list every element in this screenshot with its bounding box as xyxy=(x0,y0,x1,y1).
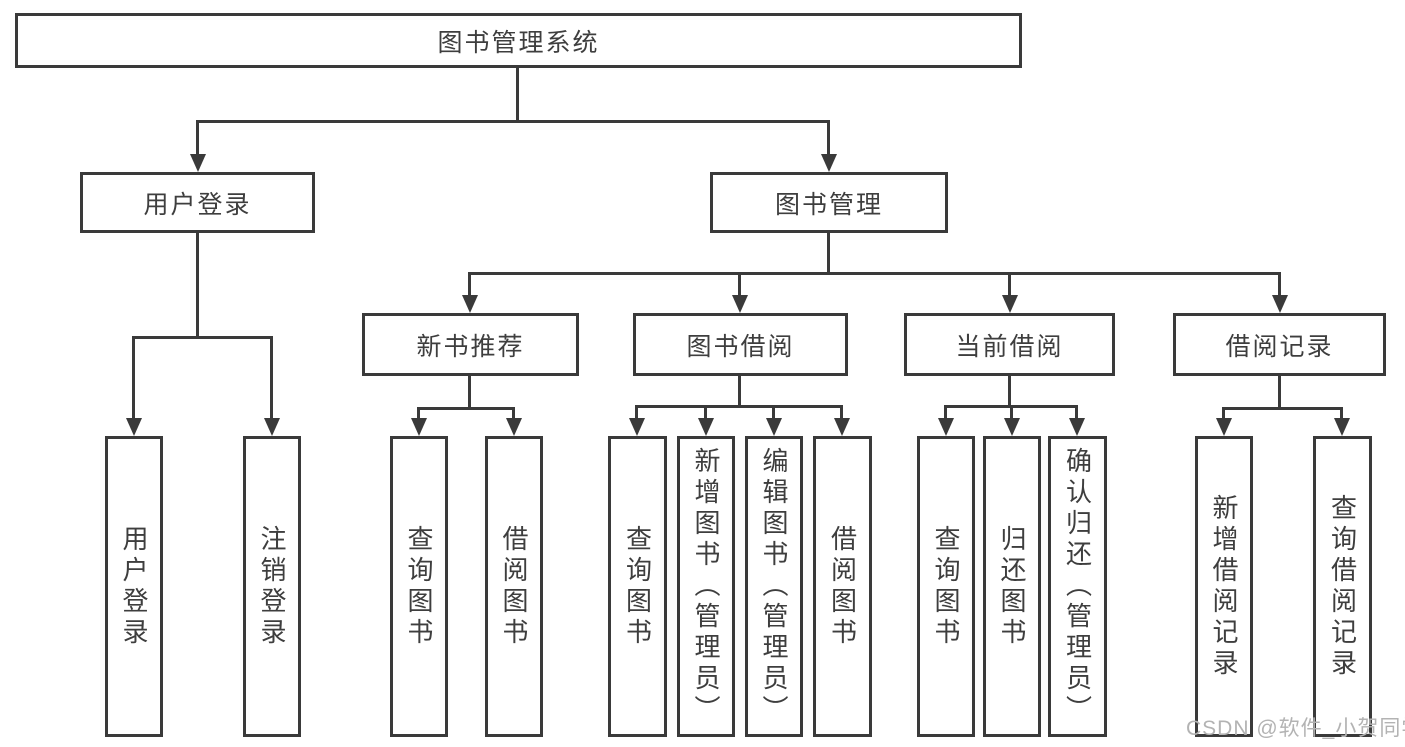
node-label: 图书借阅 xyxy=(686,332,795,361)
leaf-user-login: 用户登录 xyxy=(105,436,163,737)
node-label: 编辑图书（管理员） xyxy=(759,447,789,726)
connector-line xyxy=(1008,376,1011,408)
arrow-down-icon xyxy=(1216,418,1232,436)
leaf-edit-books-admin: 编辑图书（管理员） xyxy=(745,436,803,737)
arrow-down-icon xyxy=(834,418,850,436)
arrow-down-icon xyxy=(411,418,427,436)
connector-line xyxy=(468,272,471,297)
node-label: 新增图书（管理员） xyxy=(691,447,721,726)
node-label: 当前借阅 xyxy=(955,332,1064,361)
node-label: 查询借阅记录 xyxy=(1327,493,1358,680)
connector-line xyxy=(1340,407,1343,420)
arrow-down-icon xyxy=(1069,418,1085,436)
leaf-borrow-books: 借阅图书 xyxy=(813,436,872,737)
node-borrow-records: 借阅记录 xyxy=(1173,313,1386,376)
connector-line xyxy=(1008,272,1011,297)
connector-line xyxy=(738,376,741,408)
connector-line xyxy=(1278,272,1281,297)
arrow-down-icon xyxy=(698,418,714,436)
node-label: 查询图书 xyxy=(404,524,434,649)
connector-line xyxy=(704,405,707,420)
connector-line xyxy=(516,68,519,123)
node-label: 查询图书 xyxy=(622,524,653,649)
arrow-down-icon xyxy=(766,418,782,436)
arrow-down-icon xyxy=(1002,295,1018,313)
node-label: 借阅图书 xyxy=(499,524,529,649)
connector-line xyxy=(417,407,515,410)
connector-line xyxy=(635,405,843,408)
node-user-login: 用户登录 xyxy=(80,172,315,233)
connector-line xyxy=(270,336,273,419)
node-label: 图书管理 xyxy=(774,190,883,219)
node-label: 用户登录 xyxy=(119,524,149,649)
node-label: 查询图书 xyxy=(931,524,961,649)
node-label: 归还图书 xyxy=(997,524,1027,649)
node-book-borrowing: 图书借阅 xyxy=(633,313,848,376)
connector-line xyxy=(772,405,775,420)
connector-line xyxy=(417,407,420,420)
leaf-query-borrow-record: 查询借阅记录 xyxy=(1313,436,1372,737)
leaf-confirm-return-admin: 确认归还（管理员） xyxy=(1048,436,1107,737)
csdn-watermark: CSDN @软件_小贺同学 xyxy=(1186,717,1405,740)
node-label: 图书管理系统 xyxy=(437,28,600,57)
connector-line xyxy=(827,120,830,156)
leaf-add-books-admin: 新增图书（管理员） xyxy=(677,436,735,737)
connector-line xyxy=(1010,405,1013,420)
arrow-down-icon xyxy=(190,154,206,172)
connector-line xyxy=(840,405,843,420)
arrow-down-icon xyxy=(462,295,478,313)
leaf-query-books-recommend: 查询图书 xyxy=(390,436,448,737)
node-book-management: 图书管理 xyxy=(710,172,948,233)
arrow-down-icon xyxy=(1272,295,1288,313)
arrow-down-icon xyxy=(938,418,954,436)
arrow-down-icon xyxy=(732,295,748,313)
connector-line xyxy=(738,272,741,297)
leaf-borrow-books-recommend: 借阅图书 xyxy=(485,436,543,737)
connector-line xyxy=(468,272,1281,275)
connector-line xyxy=(132,336,135,419)
node-label: 用户登录 xyxy=(143,190,252,219)
leaf-logout: 注销登录 xyxy=(243,436,301,737)
node-new-book-recommend: 新书推荐 xyxy=(362,313,579,376)
connector-line xyxy=(1278,376,1281,410)
connector-line xyxy=(468,376,471,410)
node-label: 新书推荐 xyxy=(416,332,525,361)
node-label: 新增借阅记录 xyxy=(1209,493,1239,680)
node-label: 确认归还（管理员） xyxy=(1062,447,1093,726)
arrow-down-icon xyxy=(629,418,645,436)
arrow-down-icon xyxy=(821,154,837,172)
node-label: 注销登录 xyxy=(257,524,287,649)
node-label: 借阅记录 xyxy=(1225,332,1334,361)
leaf-return-books: 归还图书 xyxy=(983,436,1041,737)
node-label: 借阅图书 xyxy=(827,524,858,649)
connector-line xyxy=(827,233,830,275)
connector-line xyxy=(132,336,273,339)
leaf-query-books-current: 查询图书 xyxy=(917,436,975,737)
connector-line xyxy=(196,120,830,123)
arrow-down-icon xyxy=(264,418,280,436)
connector-line xyxy=(1075,405,1078,420)
node-current-borrowing: 当前借阅 xyxy=(904,313,1115,376)
connector-line xyxy=(1222,407,1343,410)
connector-line xyxy=(512,407,515,420)
arrow-down-icon xyxy=(1004,418,1020,436)
connector-line xyxy=(196,120,199,156)
arrow-down-icon xyxy=(1334,418,1350,436)
arrow-down-icon xyxy=(506,418,522,436)
leaf-query-books-borrowing: 查询图书 xyxy=(608,436,667,737)
leaf-add-borrow-record: 新增借阅记录 xyxy=(1195,436,1253,737)
connector-line xyxy=(944,405,947,420)
connector-line xyxy=(196,233,199,339)
arrow-down-icon xyxy=(126,418,142,436)
connector-line xyxy=(635,405,638,420)
connector-line xyxy=(1222,407,1225,420)
node-library-management-system: 图书管理系统 xyxy=(15,13,1022,68)
